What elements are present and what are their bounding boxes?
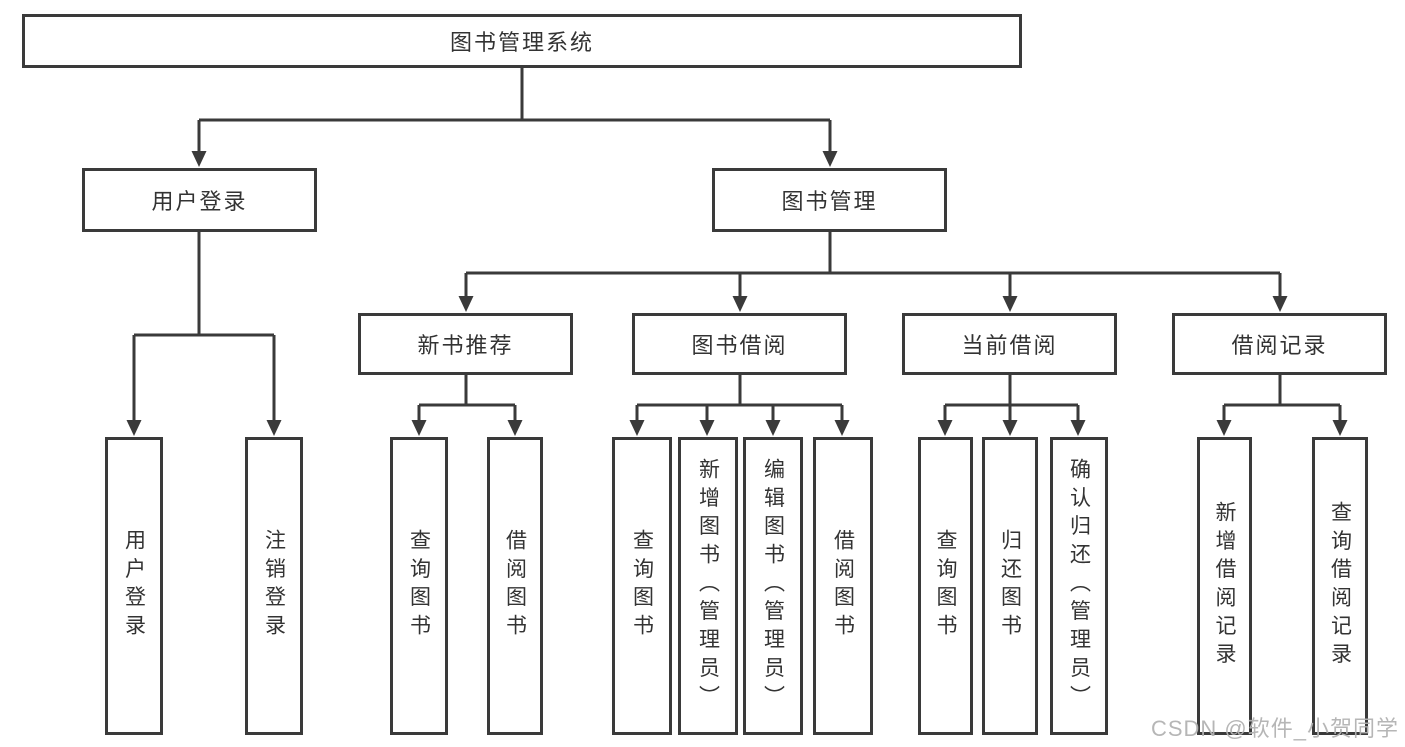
node-user-login-label: 用户登录 — [151, 189, 248, 214]
leaf-return-books: 归还图书 — [982, 437, 1038, 735]
leaf-query-books-borrowing-label: 查询图书 — [630, 529, 654, 643]
node-current-borrowing-label: 当前借阅 — [961, 333, 1058, 358]
leaf-add-borrow-record-label: 新增借阅记录 — [1213, 500, 1236, 672]
leaf-query-books-recommend-label: 查询图书 — [407, 529, 431, 643]
watermark: CSDN @软件_小贺同学 — [1150, 716, 1399, 741]
arrowheads — [126, 151, 1348, 436]
node-user-login: 用户登录 — [82, 168, 317, 232]
leaf-query-books-borrowing: 查询图书 — [612, 437, 672, 735]
node-new-book-recommend-label: 新书推荐 — [417, 333, 514, 358]
leaf-confirm-return-admin-label: 确认归还（管理员） — [1067, 458, 1091, 714]
leaf-borrow-books-recommend-label: 借阅图书 — [503, 529, 527, 643]
leaf-edit-books-admin-label: 编辑图书（管理员） — [761, 458, 785, 714]
node-book-management: 图书管理 — [712, 168, 947, 232]
node-book-borrowing-label: 图书借阅 — [691, 333, 788, 358]
leaf-query-books-current: 查询图书 — [918, 437, 973, 735]
node-borrowing-records: 借阅记录 — [1172, 313, 1387, 375]
leaf-borrow-books-recommend: 借阅图书 — [487, 437, 543, 735]
leaf-edit-books-admin: 编辑图书（管理员） — [743, 437, 803, 735]
leaf-return-books-label: 归还图书 — [998, 529, 1022, 643]
node-current-borrowing: 当前借阅 — [902, 313, 1117, 375]
node-book-borrowing: 图书借阅 — [632, 313, 847, 375]
leaf-borrow-books-borrowing-label: 借阅图书 — [831, 529, 855, 643]
leaf-confirm-return-admin: 确认归还（管理员） — [1050, 437, 1108, 735]
leaf-add-books-admin: 新增图书（管理员） — [678, 437, 738, 735]
node-book-management-label: 图书管理 — [781, 189, 878, 214]
leaf-query-books-current-label: 查询图书 — [934, 529, 957, 643]
leaf-borrow-books-borrowing: 借阅图书 — [813, 437, 873, 735]
leaf-add-books-admin-label: 新增图书（管理员） — [696, 458, 720, 714]
leaf-add-borrow-record: 新增借阅记录 — [1197, 437, 1252, 735]
leaf-logout: 注销登录 — [245, 437, 303, 735]
node-library-system-label: 图书管理系统 — [449, 30, 594, 55]
leaf-user-login: 用户登录 — [105, 437, 163, 735]
leaf-logout-label: 注销登录 — [262, 529, 286, 643]
node-library-system: 图书管理系统 — [22, 14, 1022, 68]
node-new-book-recommend: 新书推荐 — [358, 313, 573, 375]
node-borrowing-records-label: 借阅记录 — [1231, 333, 1328, 358]
leaf-user-login-label: 用户登录 — [122, 529, 146, 643]
leaf-query-borrow-record-label: 查询借阅记录 — [1328, 500, 1352, 672]
leaf-query-books-recommend: 查询图书 — [390, 437, 448, 735]
leaf-query-borrow-record: 查询借阅记录 — [1312, 437, 1368, 735]
